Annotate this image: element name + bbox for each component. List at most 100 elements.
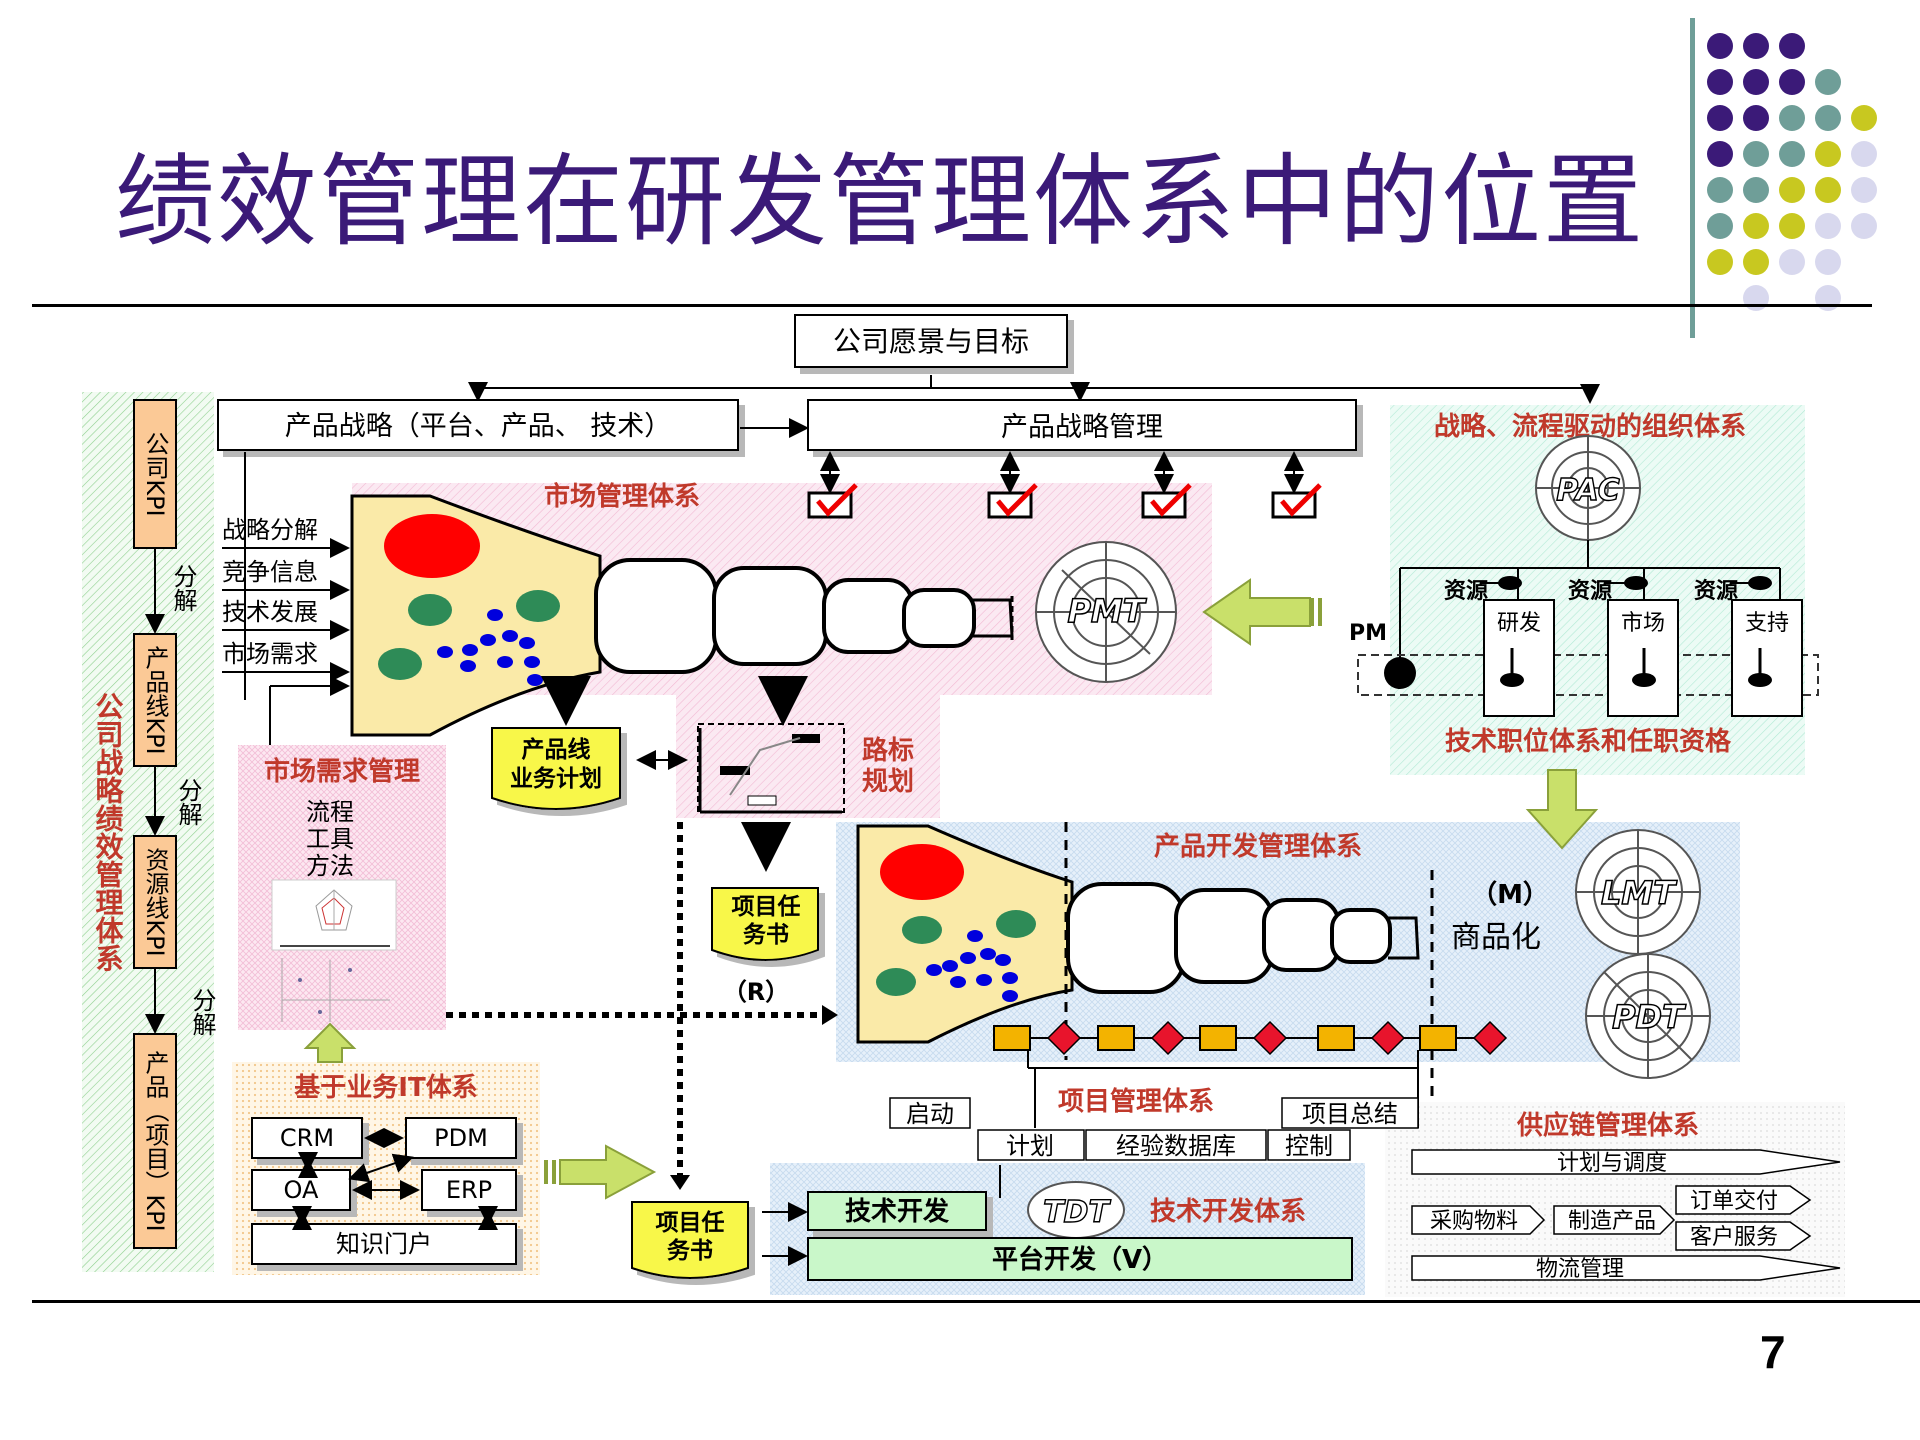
decorative-dot xyxy=(1743,141,1769,167)
decorative-dot xyxy=(1779,105,1805,131)
portal-label: 知识门户 xyxy=(336,1230,432,1258)
pmt-label: PMT xyxy=(1067,592,1146,630)
pmt-target xyxy=(1035,541,1177,683)
manufacture-arrow xyxy=(1553,1205,1676,1235)
product-strategy-mgmt-label: 产品战略管理 xyxy=(1001,412,1163,443)
input-item: 战略分解 xyxy=(222,516,318,544)
pac-label: PAC xyxy=(1556,473,1620,508)
vision-label: 公司愿景与目标 xyxy=(833,325,1029,358)
decorative-dot xyxy=(1851,177,1877,203)
service-arrow xyxy=(1675,1221,1812,1251)
plan-schedule-label: 计划与调度 xyxy=(1557,1151,1667,1176)
pdm-box xyxy=(405,1117,517,1159)
decorative-dot xyxy=(1743,177,1769,203)
tech-dev-box xyxy=(807,1191,987,1231)
decorative-dot xyxy=(1707,105,1733,131)
arrow-org-to-pmt xyxy=(1202,578,1311,646)
logistics-label: 物流管理 xyxy=(1536,1257,1624,1282)
market-req-item: 方法 xyxy=(306,852,354,880)
kpi-company-box xyxy=(133,399,177,549)
svg-text:支持: 支持 xyxy=(1745,611,1789,636)
pdm-label: PDM xyxy=(434,1124,488,1152)
decorative-dot xyxy=(1743,69,1769,95)
project-task-box-1 xyxy=(711,887,819,961)
manufacture-label: 制造产品 xyxy=(1568,1209,1656,1234)
kpi-resource-line-label: 资源线KPI xyxy=(141,847,169,956)
decorative-dot xyxy=(1743,105,1769,131)
market-mgmt-label: 市场管理体系 xyxy=(544,481,700,512)
decorative-dot xyxy=(1707,69,1733,95)
kpi-project-label: 产品（项目）KPI xyxy=(141,1050,169,1231)
it-system-label: 基于业务IT体系 xyxy=(294,1073,477,1103)
market-req-item: 工具 xyxy=(306,825,354,853)
order-label: 订单交付 xyxy=(1690,1189,1778,1214)
arrow-it-to-tasks xyxy=(559,1144,657,1200)
decorative-vertical-bar xyxy=(1690,18,1695,338)
resource-col-support: 资源 支持 xyxy=(1694,568,1803,717)
erp-label: ERP xyxy=(446,1176,492,1204)
decorative-dot xyxy=(1815,141,1841,167)
page-title: 绩效管理在研发管理体系中的位置 xyxy=(115,143,1645,260)
decorative-dot xyxy=(1851,213,1877,239)
project-task-2-line2: 务书 xyxy=(667,1238,713,1264)
project-mgmt-label: 项目管理体系 xyxy=(1058,1087,1214,1117)
decorative-dot xyxy=(1779,213,1805,239)
product-strategy-box xyxy=(217,399,739,451)
experience-db-label: 经验数据库 xyxy=(1116,1132,1236,1160)
decorative-dot xyxy=(1815,105,1841,131)
svg-text:资源: 资源 xyxy=(1568,579,1612,604)
purchase-arrow xyxy=(1411,1205,1546,1235)
roadmap-label-2: 规划 xyxy=(862,767,914,797)
arrow-it-to-market-req xyxy=(303,1022,357,1063)
kpi-company-label: 公司KPI xyxy=(141,431,169,516)
service-label: 客户服务 xyxy=(1690,1225,1778,1250)
radar-thumbnail xyxy=(271,879,397,951)
product-strategy-mgmt-box xyxy=(807,399,1357,451)
roadmap-chart xyxy=(697,723,845,814)
decorative-dot xyxy=(1779,33,1805,59)
decorative-dot xyxy=(1743,249,1769,275)
pdt-label: PDT xyxy=(1612,998,1686,1036)
commercialize-label: 商品化 xyxy=(1451,920,1541,955)
decorative-dot xyxy=(1707,141,1733,167)
title-divider xyxy=(32,304,1872,307)
project-control-label: 控制 xyxy=(1285,1132,1333,1160)
product-line-plan-label-2: 业务计划 xyxy=(510,766,602,792)
pm-label: PM xyxy=(1349,621,1387,646)
pdt-target xyxy=(1585,953,1711,1079)
resource-col-market: 资源 市场 xyxy=(1568,568,1679,717)
decorative-dot xyxy=(1707,249,1733,275)
tech-dev-label: 技术开发 xyxy=(845,1196,949,1227)
decompose-label-1: 分解 xyxy=(169,564,197,612)
decorative-dot xyxy=(1707,213,1733,239)
input-item: 技术发展 xyxy=(222,598,318,626)
footer-divider xyxy=(32,1300,1920,1303)
plan-schedule-arrow xyxy=(1411,1149,1841,1175)
market-req-item: 流程 xyxy=(306,798,354,826)
decorative-dot xyxy=(1779,177,1805,203)
decorative-dot xyxy=(1743,213,1769,239)
lmt-label: LMT xyxy=(1601,874,1677,912)
decompose-label-3: 分解 xyxy=(188,988,216,1036)
decompose-label-2: 分解 xyxy=(174,778,202,826)
project-start-label: 启动 xyxy=(906,1100,954,1128)
purchase-label: 采购物料 xyxy=(1430,1209,1518,1234)
qualification-label: 技术职位体系和任职资格 xyxy=(1445,726,1732,757)
project-task-box-2 xyxy=(631,1201,749,1279)
project-summary-label: 项目总结 xyxy=(1302,1100,1398,1128)
kpi-product-line-box xyxy=(133,633,177,767)
project-plan-label: 计划 xyxy=(1006,1132,1054,1160)
decorative-dot xyxy=(1779,249,1805,275)
crm-label: CRM xyxy=(280,1124,334,1152)
tech-dev-system-label: 技术开发体系 xyxy=(1150,1196,1306,1227)
r-label: （R） xyxy=(723,978,789,1006)
decorative-dot xyxy=(1779,69,1805,95)
roadmap-label-1: 路标 xyxy=(862,735,914,766)
svg-text:市场: 市场 xyxy=(1621,611,1665,636)
arrow-org-to-lmt xyxy=(1525,769,1599,850)
product-line-plan-label-1: 产品线 xyxy=(522,736,591,763)
pac-target xyxy=(1535,435,1641,541)
decorative-dot xyxy=(1851,105,1877,131)
market-req-label: 市场需求管理 xyxy=(264,756,420,787)
